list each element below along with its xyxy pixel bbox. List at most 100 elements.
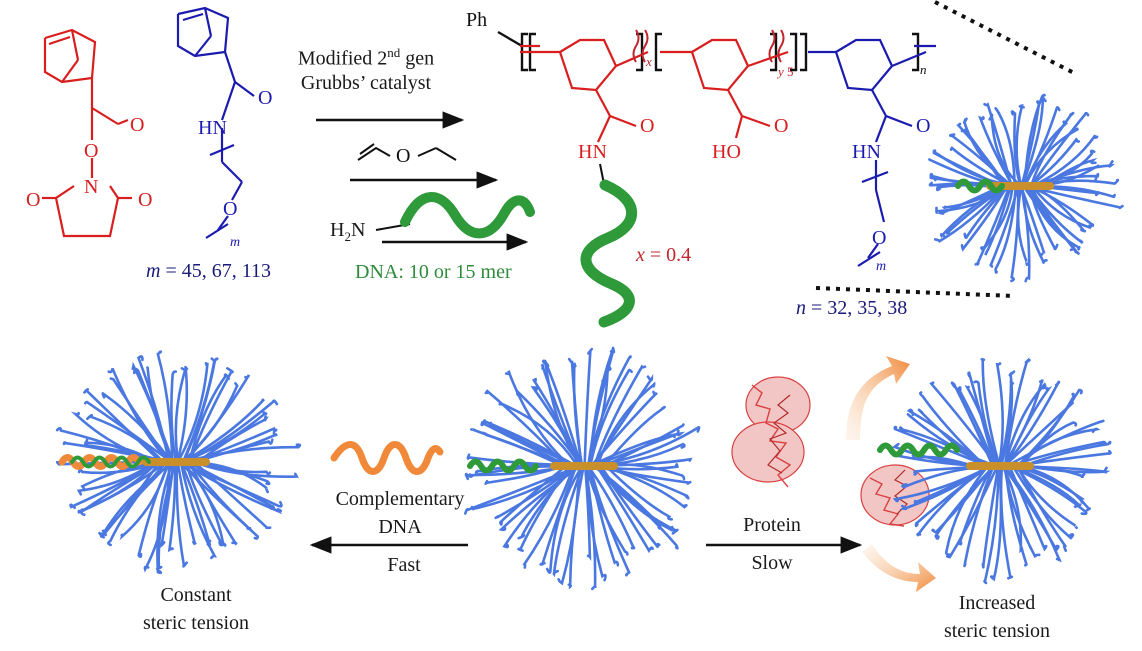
brush-side-chain bbox=[77, 462, 165, 514]
vinyl-ether-o: O bbox=[396, 145, 410, 167]
peg-o-ether: O bbox=[223, 198, 237, 220]
brush-side-chain bbox=[119, 464, 169, 541]
complementary-label: Complementary bbox=[335, 488, 465, 510]
brush-side-chain bbox=[572, 362, 583, 464]
brush-dna-strand bbox=[877, 442, 960, 458]
vinyl-ether-structure bbox=[357, 143, 457, 161]
brush-side-chain bbox=[1022, 95, 1047, 184]
brush-side-chain bbox=[143, 464, 171, 573]
brush-side-chain bbox=[1004, 357, 1031, 464]
brush-side-chain bbox=[185, 464, 225, 547]
brush-side-chain bbox=[989, 468, 1003, 582]
brush-side-chain bbox=[522, 468, 574, 569]
hybrid-dna-strand bbox=[70, 455, 151, 469]
brush-side-chain bbox=[484, 465, 563, 486]
brush-side-chain bbox=[70, 411, 155, 462]
brush-side-chain bbox=[917, 408, 980, 465]
nhs-n: N bbox=[84, 176, 98, 198]
brush-side-chain bbox=[928, 158, 996, 186]
brush-side-chain bbox=[1036, 160, 1115, 187]
brush-side-chain bbox=[1029, 188, 1059, 251]
brush-side-chain bbox=[1013, 467, 1075, 540]
polymer-hn-right: HN bbox=[852, 141, 881, 163]
polymer-o-ether: O bbox=[872, 227, 886, 249]
brush-side-chain bbox=[76, 461, 155, 496]
brush-side-chain bbox=[183, 462, 283, 515]
dna-reagent-label: DNA: 10 or 15 mer bbox=[355, 261, 512, 283]
brush-side-chain bbox=[906, 408, 983, 466]
brush-side-chain bbox=[1010, 188, 1020, 283]
brush-side-chain bbox=[1027, 185, 1124, 210]
brush-side-chain bbox=[960, 187, 1007, 252]
brush-side-chain bbox=[892, 465, 990, 503]
brush-side-chain bbox=[200, 461, 272, 476]
brush-side-chain bbox=[1004, 382, 1047, 464]
brush-side-chain bbox=[83, 387, 160, 461]
brush-side-chain bbox=[1000, 370, 1016, 464]
brush-side-chain bbox=[183, 382, 239, 461]
brush-side-chain bbox=[1036, 134, 1099, 185]
protein-structure-free bbox=[731, 376, 811, 488]
brush-side-chain bbox=[600, 467, 661, 549]
polymer-hn-left: HN bbox=[578, 141, 607, 163]
brush-side-chain bbox=[587, 355, 632, 464]
brush-side-chain bbox=[596, 467, 679, 550]
bottlebrush-hybridized bbox=[55, 350, 302, 575]
brush-side-chain bbox=[994, 188, 1017, 274]
brush-side-chain bbox=[1024, 120, 1068, 184]
nhs-o-left: O bbox=[26, 189, 40, 211]
brush-side-chain bbox=[189, 373, 231, 460]
brush-side-chain bbox=[584, 468, 597, 591]
complementary-dna-strand bbox=[330, 441, 444, 475]
brush-side-chain bbox=[463, 466, 578, 515]
polymer-o-right: O bbox=[916, 115, 930, 137]
brush-side-chain bbox=[983, 102, 1012, 184]
brush-side-chain bbox=[1043, 157, 1098, 186]
brush-side-chain bbox=[1003, 468, 1024, 554]
brush-side-chain bbox=[488, 421, 575, 466]
brush-side-chain bbox=[532, 377, 581, 464]
bottlebrush-top-zoom bbox=[928, 93, 1124, 283]
brush-side-chain bbox=[584, 468, 592, 561]
protein-label: Protein bbox=[743, 514, 801, 536]
brush-side-chain bbox=[589, 468, 620, 567]
brush-side-chain bbox=[189, 462, 277, 511]
brush-side-chain bbox=[1018, 388, 1083, 465]
zoom-line-top bbox=[934, 0, 1077, 76]
brush-side-chain bbox=[931, 467, 993, 534]
increased-caption: Increased bbox=[958, 592, 1036, 614]
brush-side-chain bbox=[589, 468, 631, 577]
brush-side-chain bbox=[963, 187, 1008, 240]
brush-dna-strand bbox=[467, 458, 539, 474]
brush-side-chain bbox=[600, 425, 701, 466]
x-value-label: x = 0.4 bbox=[636, 244, 692, 266]
protein-binding-arrow-up bbox=[846, 356, 910, 440]
brush-side-chain bbox=[1029, 172, 1100, 187]
brush-side-chain bbox=[605, 466, 688, 509]
constant-caption-line2: steric tension bbox=[142, 612, 250, 634]
brush-side-chain bbox=[1031, 111, 1090, 185]
brush-side-chain bbox=[1020, 188, 1046, 257]
brush-side-chain bbox=[552, 468, 583, 578]
brush-side-chain bbox=[973, 380, 999, 464]
brush-side-chain bbox=[989, 188, 1019, 268]
brush-side-chain bbox=[981, 468, 999, 569]
polymer-o-mid: O bbox=[774, 115, 788, 137]
brush-side-chain bbox=[1030, 111, 1075, 184]
brush-side-chain bbox=[99, 463, 159, 538]
brush-side-chain bbox=[484, 389, 565, 465]
brush-side-chain bbox=[180, 464, 217, 560]
brush-side-chain bbox=[544, 360, 580, 464]
brush-side-chain bbox=[167, 464, 177, 553]
brush-side-chain bbox=[1021, 188, 1031, 283]
polymer-ho-mid: HO bbox=[712, 141, 741, 163]
brush-side-chain bbox=[557, 468, 581, 586]
nhs-o-right: O bbox=[138, 189, 152, 211]
brush-side-chain bbox=[1031, 137, 1081, 185]
sub-y-label: y bbox=[776, 64, 784, 79]
nhs-o-carbonyl: O bbox=[130, 114, 144, 136]
brush-side-chain bbox=[592, 390, 658, 465]
brush-side-chain bbox=[1035, 187, 1087, 233]
brush-side-chain bbox=[984, 188, 1012, 256]
